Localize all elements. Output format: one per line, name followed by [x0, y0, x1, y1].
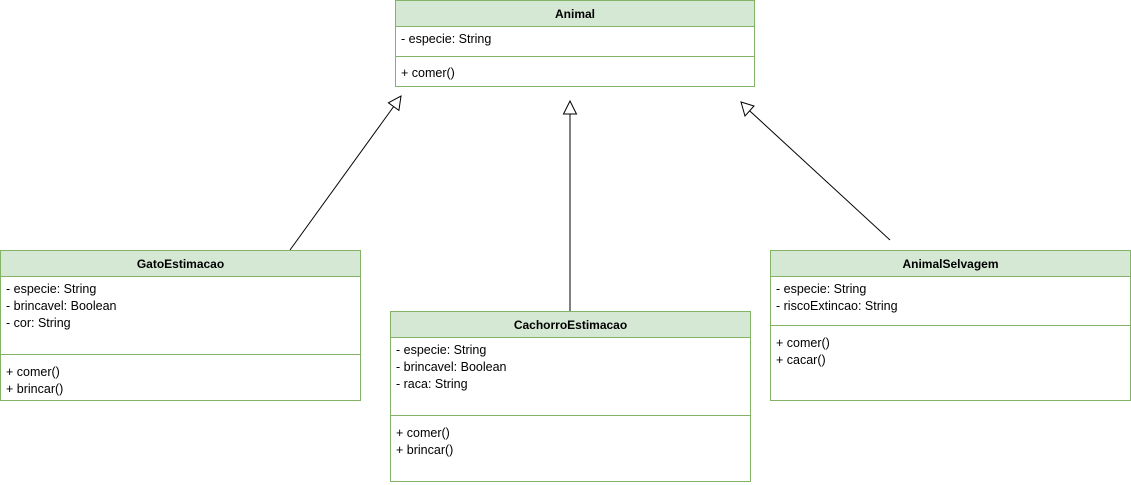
method: + comer()	[401, 66, 455, 80]
attributes-section: - especie: String - brincavel: Boolean -…	[391, 338, 750, 416]
attribute: - brincavel: Boolean	[6, 299, 117, 313]
attributes-section: - especie: String - riscoExtincao: Strin…	[771, 277, 1130, 326]
attribute: - riscoExtincao: String	[776, 299, 898, 313]
method: + brincar()	[396, 443, 454, 457]
attributes-section: - especie: String	[396, 27, 754, 57]
attribute: - especie: String	[401, 32, 492, 46]
attribute: - especie: String	[396, 343, 487, 357]
method: + cacar()	[776, 353, 826, 367]
class-name: Animal	[396, 1, 754, 27]
animal-selvagem-class[interactable]: AnimalSelvagem - especie: String - risco…	[770, 250, 1131, 401]
method: + comer()	[6, 365, 60, 379]
animal-class[interactable]: Animal - especie: String + comer()	[395, 0, 755, 87]
gato-to-animal-arrowhead	[387, 95, 402, 112]
gato-to-animal-line	[289, 103, 396, 251]
attribute: - raca: String	[396, 377, 468, 391]
selvagem-to-animal-arrowhead	[740, 101, 755, 118]
cachorro-to-animal-arrowhead	[562, 99, 578, 115]
attribute: - cor: String	[6, 316, 71, 330]
method: + brincar()	[6, 382, 64, 396]
attributes-section: - especie: String - brincavel: Boolean -…	[1, 277, 360, 355]
methods-section: + comer() + brincar()	[1, 355, 360, 398]
attribute: - especie: String	[776, 282, 867, 296]
class-name: AnimalSelvagem	[771, 251, 1130, 277]
selvagem-to-animal-line	[748, 110, 891, 241]
attribute: - brincavel: Boolean	[396, 360, 507, 374]
method: + comer()	[396, 426, 450, 440]
attribute: - especie: String	[6, 282, 97, 296]
method: + comer()	[776, 336, 830, 350]
gato-estimacao-class[interactable]: GatoEstimacao - especie: String - brinca…	[0, 250, 361, 401]
class-name: GatoEstimacao	[1, 251, 360, 277]
methods-section: + comer() + cacar()	[771, 326, 1130, 369]
methods-section: + comer()	[396, 57, 754, 82]
class-name: CachorroEstimacao	[391, 312, 750, 338]
cachorro-estimacao-class[interactable]: CachorroEstimacao - especie: String - br…	[390, 311, 751, 482]
methods-section: + comer() + brincar()	[391, 416, 750, 459]
